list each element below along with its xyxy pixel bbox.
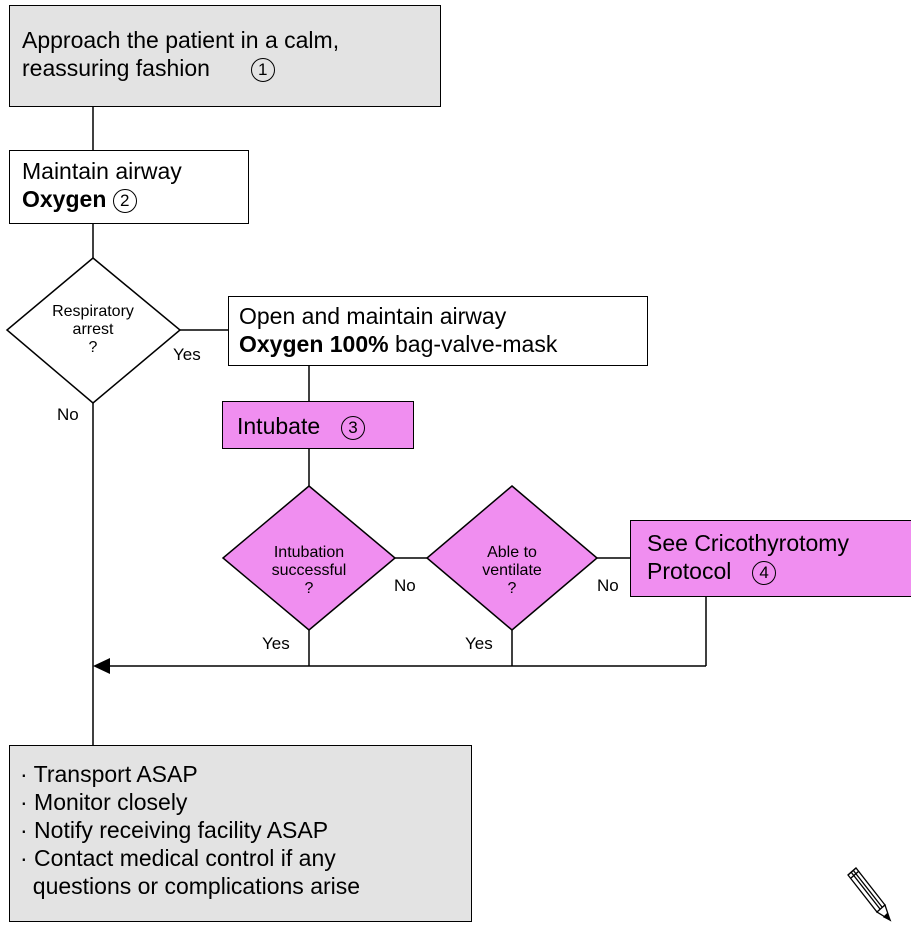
intubation-successful-question: Intubation successful ? [239,544,379,598]
list-item: · Contact medical control if any [20,845,336,871]
able-to-ventilate-question: Able to ventilate ? [442,544,582,598]
respiratory-arrest-question: Respiratory arrest ? [23,303,163,357]
open-airway-text: Open and maintain airway [239,303,507,329]
approach-box: Approach the patient in a calm, reassuri… [9,5,441,107]
open-airway-box: Open and maintain airway Oxygen 100% bag… [228,296,648,366]
list-item: · Notify receiving facility ASAP [20,817,329,843]
approach-line-2-text: reassuring fashion [22,55,210,81]
oxygen-text: Oxygen [22,186,107,212]
step-number-3-icon: 3 [340,415,365,440]
intubate-box: Intubate 3 [222,401,414,449]
pencil-icon [847,867,892,922]
final-actions-list: · Transport ASAP · Monitor closely · Not… [20,760,461,900]
arrow-head [93,658,110,674]
ventilate-yes-label: Yes [465,634,493,653]
bag-valve-line: Oxygen 100% bag-valve-mask [239,330,637,358]
connector-lines [92,107,707,745]
decision-intubation-successful [221,485,397,631]
oxygen-100-text: Oxygen 100% [239,331,389,357]
intubation-yes-label: Yes [262,634,290,653]
respiratory-yes-label: Yes [173,345,201,364]
intubation-line-3: ? [304,580,314,597]
list-item: · Monitor closely [20,789,188,815]
decision-respiratory-arrest [5,257,182,404]
decision-able-to-ventilate [425,485,599,631]
final-actions-box: · Transport ASAP · Monitor closely · Not… [9,745,472,922]
crico-protocol-text: Protocol [647,558,732,584]
cricothyrotomy-box: See Cricothyrotomy Protocol 4 [630,520,911,597]
crico-line-1: See Cricothyrotomy [647,530,849,556]
list-item: · Transport ASAP [20,761,198,787]
ventilate-line-3: ? [507,580,517,597]
respiratory-line-2: arrest [72,321,114,338]
approach-line-1: Approach the patient in a calm, [22,27,340,53]
step-number-2-icon: 2 [112,188,137,213]
ventilate-no-label: No [597,576,619,595]
maintain-airway-text: Maintain airway [22,158,182,184]
step-number-4-icon: 4 [752,560,777,585]
ventilate-line-1: Able to [487,544,537,561]
maintain-airway-box: Maintain airway Oxygen 2 [9,150,249,224]
bag-valve-mask-text: bag-valve-mask [388,331,558,357]
respiratory-line-3: ? [88,339,98,356]
step-number-1-icon: 1 [250,57,275,82]
intubate-line: Intubate 3 [237,412,399,440]
oxygen-line: Oxygen 2 [22,185,236,213]
intubation-line-2: successful [271,562,347,579]
intubate-text: Intubate [237,413,321,439]
respiratory-no-label: No [57,405,79,424]
ventilate-line-2: ventilate [482,562,542,579]
list-item: questions or complications arise [20,873,361,899]
approach-line-2: reassuring fashion 1 [22,54,428,82]
crico-line-2: Protocol 4 [647,557,899,585]
respiratory-line-1: Respiratory [52,303,134,320]
intubation-no-label: No [394,576,416,595]
intubation-line-1: Intubation [273,544,345,561]
